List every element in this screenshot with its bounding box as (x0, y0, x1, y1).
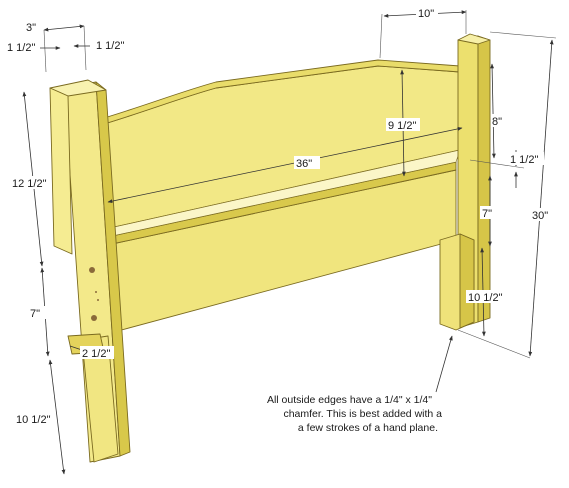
bolt-hole (97, 299, 99, 301)
chamfer-note: All outside edges have a 1/4" x 1/4" cha… (267, 394, 442, 434)
right-post-top (457, 33, 491, 45)
note-line-1: All outside edges have a 1/4" x 1/4" (267, 394, 432, 406)
right-post-side (477, 35, 491, 323)
dim-lower-rail-height-right: 7" (482, 208, 492, 220)
note-line-3: a few strokes of a hand plane. (298, 422, 438, 434)
dim-panel-height: 9 1/2" (388, 120, 416, 132)
left-post-side (95, 81, 131, 457)
bolt-hole (91, 315, 97, 321)
dim-overall-height: 30" (532, 210, 548, 222)
dim-panel-width: 36" (296, 158, 312, 170)
dim-leg-height-right: 10 1/2" (468, 292, 503, 304)
dim-upper-post-height: 12 1/2" (12, 178, 47, 190)
dim-leg-height-left: 10 1/2" (16, 414, 51, 426)
dim-gap: 1 1/2" (510, 154, 538, 166)
dim-panel-rise: 8" (492, 116, 502, 128)
bolt-hole (95, 291, 97, 293)
dim-top-post-depth: 3" (26, 22, 36, 34)
dim-post-face-a: 1 1/2" (7, 42, 35, 54)
dimension-lines (22, 10, 557, 475)
dim-post-width: 10" (418, 8, 434, 20)
dim-lower-rail-height: 7" (30, 308, 40, 320)
bolt-holes (89, 267, 99, 321)
left-post-cap (49, 87, 73, 255)
dim-notch: 2 1/2" (82, 348, 110, 360)
right-leg-side (459, 233, 475, 329)
dimension-labels: 3" 1 1/2" 1 1/2" 12 1/2" 7" 10 1/2" 2 1/… (6, 6, 552, 426)
bolt-hole (89, 267, 95, 273)
dim-post-face-b: 1 1/2" (96, 40, 124, 52)
note-line-2: chamfer. This is best added with a (283, 408, 442, 420)
